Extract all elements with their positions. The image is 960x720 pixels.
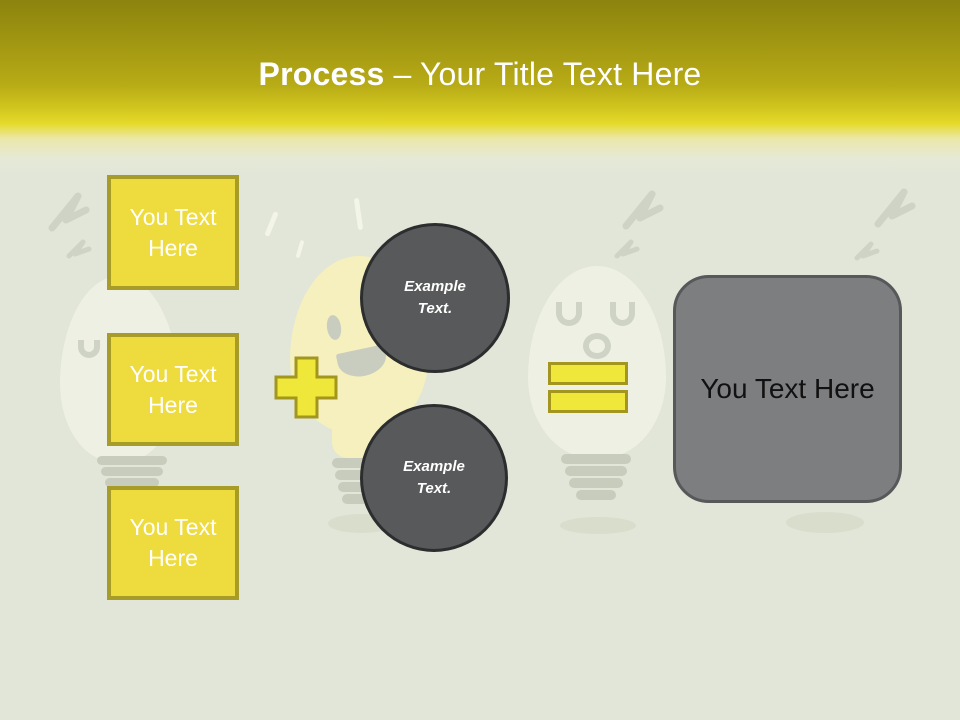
- lightbulb-middle-base: [332, 458, 378, 504]
- example-circle-1-label: Example Text.: [404, 278, 466, 317]
- zigzag-spark-icon: [66, 239, 92, 259]
- zigzag-spark-icon: [614, 239, 640, 259]
- lightbulb-right-base: [561, 454, 631, 500]
- sparkle-ray-icon: [264, 211, 279, 237]
- zigzag-spark-icon: [622, 190, 664, 230]
- zigzag-spark-icon: [874, 188, 916, 228]
- input-box-1[interactable]: You Text Here: [107, 175, 239, 290]
- lightbulb-right-eye-icon: [610, 302, 635, 326]
- equals-bar-bottom: [548, 390, 628, 413]
- result-box-shadow: [786, 512, 864, 533]
- result-box-label: You Text Here: [700, 373, 875, 404]
- slide-title[interactable]: Process– Your Title Text Here: [0, 52, 960, 96]
- lightbulb-right-eye-icon: [556, 302, 582, 326]
- lightbulb-left-eye-icon: [78, 340, 100, 358]
- zigzag-spark-icon: [854, 241, 880, 261]
- title-band: [0, 0, 960, 176]
- equals-bar-top: [548, 362, 628, 385]
- sparkle-ray-icon: [295, 239, 305, 259]
- input-box-2[interactable]: You Text Here: [107, 333, 239, 446]
- example-circle-1[interactable]: Example Text.: [360, 223, 510, 373]
- lightbulb-right-mouth-icon: [583, 333, 611, 359]
- lightbulb-right-shadow: [560, 517, 636, 534]
- sparkle-ray-icon: [353, 197, 364, 231]
- result-box[interactable]: You Text Here: [673, 275, 902, 503]
- example-circle-2-label: Example Text.: [403, 458, 465, 497]
- slide-title-rest: – Your Title Text Here: [393, 56, 702, 92]
- input-box-2-label: You Text Here: [129, 360, 217, 418]
- input-box-3[interactable]: You Text Here: [107, 486, 239, 600]
- slide-title-emphasis: Process: [258, 56, 385, 92]
- plus-icon: [274, 356, 338, 424]
- input-box-1-label: You Text Here: [129, 203, 217, 261]
- example-circle-2[interactable]: Example Text.: [360, 404, 508, 552]
- zigzag-spark-icon: [48, 192, 90, 232]
- equals-icon: [548, 362, 628, 413]
- input-box-3-label: You Text Here: [129, 514, 217, 571]
- lightbulb-left-base: [97, 456, 167, 487]
